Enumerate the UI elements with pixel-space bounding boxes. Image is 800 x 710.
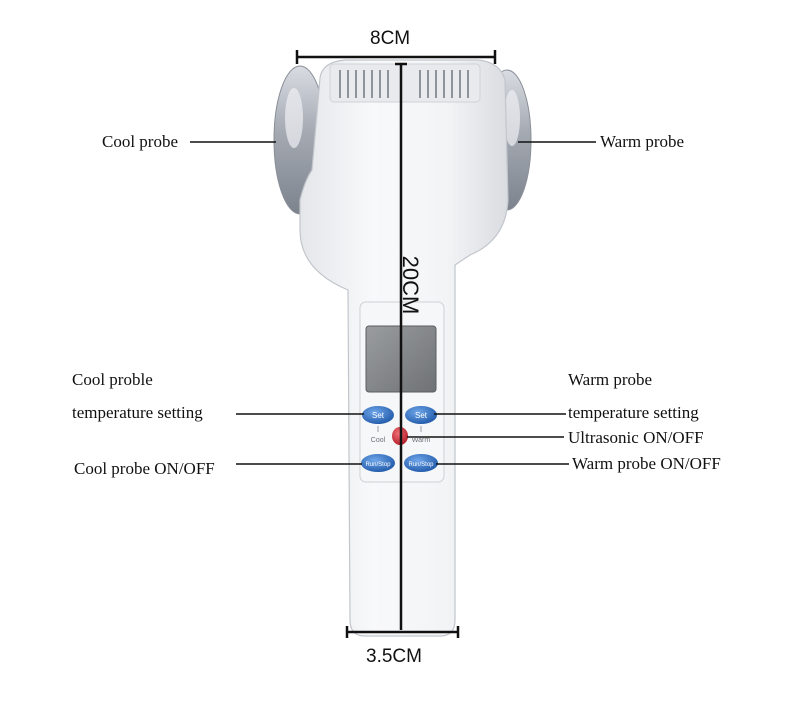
label-warm-setting-line2: temperature setting [568, 403, 699, 422]
panel-cool-text: Cool [371, 437, 386, 444]
btn-cool-onoff-text: Run/Stop [365, 462, 391, 468]
cool-set-button[interactable] [362, 406, 394, 424]
btn-set-left-text: Set [372, 411, 385, 420]
label-warm-onoff: Warm probe ON/OFF [572, 454, 721, 473]
warm-onoff-button[interactable] [404, 454, 438, 472]
top-vent-frame [329, 63, 481, 103]
label-cool-setting-line1: Cool proble [72, 370, 153, 389]
btn-set-right-text: Set [415, 411, 428, 420]
label-cool-probe: Cool probe [102, 132, 179, 151]
label-ultrasonic: Ultrasonic ON/OFF [568, 428, 704, 447]
label-cool-setting-line2: temperature setting [72, 403, 203, 422]
cool-probe-highlight [285, 88, 303, 148]
label-cool-onoff: Cool probe ON/OFF [74, 459, 215, 478]
label-warm-setting-line1: Warm probe [568, 370, 653, 389]
dim-width-bottom-label: 3.5CM [366, 646, 422, 667]
btn-warm-onoff-text: Run/Stop [408, 462, 434, 468]
dim-height-label: 20CM [398, 255, 423, 315]
top-vent-slats [339, 70, 469, 98]
label-warm-probe: Warm probe [600, 132, 685, 151]
dim-width-top-label: 8CM [370, 28, 411, 49]
panel-warm-text: Warm [412, 437, 431, 444]
warm-probe-highlight [504, 90, 520, 146]
cool-onoff-button[interactable] [361, 454, 395, 472]
warm-set-button[interactable] [405, 406, 437, 424]
